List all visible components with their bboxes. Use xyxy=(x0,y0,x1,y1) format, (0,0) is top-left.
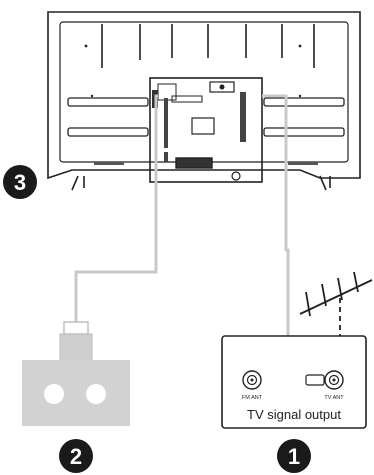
fm-ant-label: FM ANT xyxy=(242,395,263,401)
step-number: 1 xyxy=(288,444,300,469)
step-badge-1: 1 xyxy=(277,439,311,473)
wall-plate: FM ANT TV ANT TV signal output xyxy=(221,335,367,429)
power-plug-icon xyxy=(59,321,93,363)
step-badge-2: 2 xyxy=(59,439,93,473)
signal-output-caption: TV signal output xyxy=(247,407,341,422)
power-socket-icon xyxy=(22,360,130,426)
tv-ant-label: TV ANT xyxy=(324,395,344,401)
tv-rear-icon xyxy=(47,11,361,191)
power-cable xyxy=(74,94,158,326)
coax-port-icon xyxy=(324,370,344,390)
step-number: 2 xyxy=(70,444,82,469)
step-badge-3: 3 xyxy=(3,165,37,199)
coax-port-icon xyxy=(242,370,262,390)
step-number: 3 xyxy=(14,170,26,195)
